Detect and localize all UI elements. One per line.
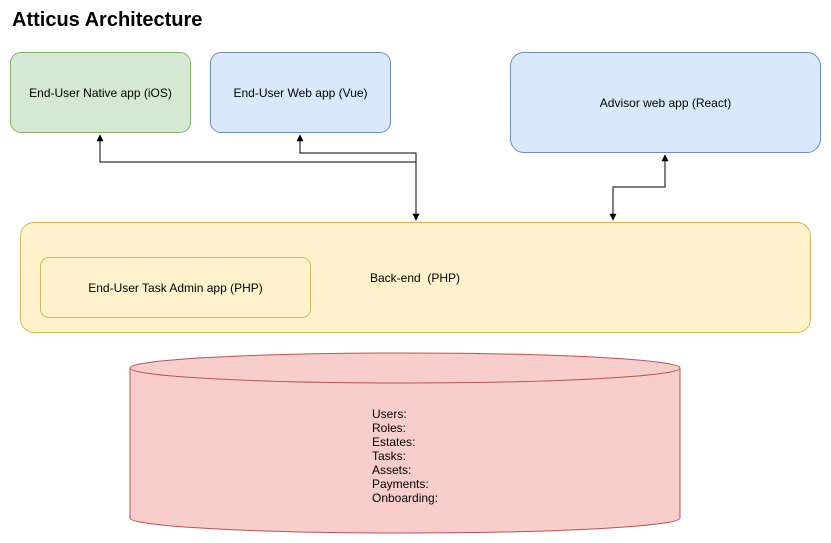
task-admin-label: End-User Task Admin app (PHP) (88, 280, 263, 295)
native-app-label: End-User Native app (iOS) (29, 85, 172, 100)
edge-web-app-backend (296, 134, 420, 221)
database-cylinder (129, 352, 681, 534)
database-entry-assets: Assets: (372, 463, 412, 477)
database-entry-tasks: Tasks: (372, 449, 407, 463)
advisor-app-label: Advisor web app (React) (599, 95, 732, 110)
edge-advisor-app-backend (609, 154, 669, 221)
database-entry-roles: Roles: (372, 421, 407, 435)
database-entry-list: Users: Roles: Estates: Tasks: Assets: Pa… (372, 407, 438, 505)
database-body (129, 352, 681, 534)
database-entry-onboarding: Onboarding: (372, 491, 439, 505)
web-app-label: End-User Web app (Vue) (233, 85, 368, 100)
database-entry-users: Users: (372, 407, 407, 421)
advisor-app-node: Advisor web app (React) (510, 52, 821, 153)
native-app-node: End-User Native app (iOS) (10, 52, 191, 133)
backend-label: Back-end (PHP) (370, 271, 461, 285)
edge-native-app-backend (96, 134, 420, 221)
database-top-rim (129, 367, 681, 384)
web-app-node: End-User Web app (Vue) (210, 52, 391, 133)
diagram-title: Atticus Architecture (12, 9, 203, 31)
database-entry-payments: Payments: (372, 477, 429, 491)
task-admin-node: End-User Task Admin app (PHP) (40, 257, 311, 318)
database-entry-estates: Estates: (372, 435, 416, 449)
